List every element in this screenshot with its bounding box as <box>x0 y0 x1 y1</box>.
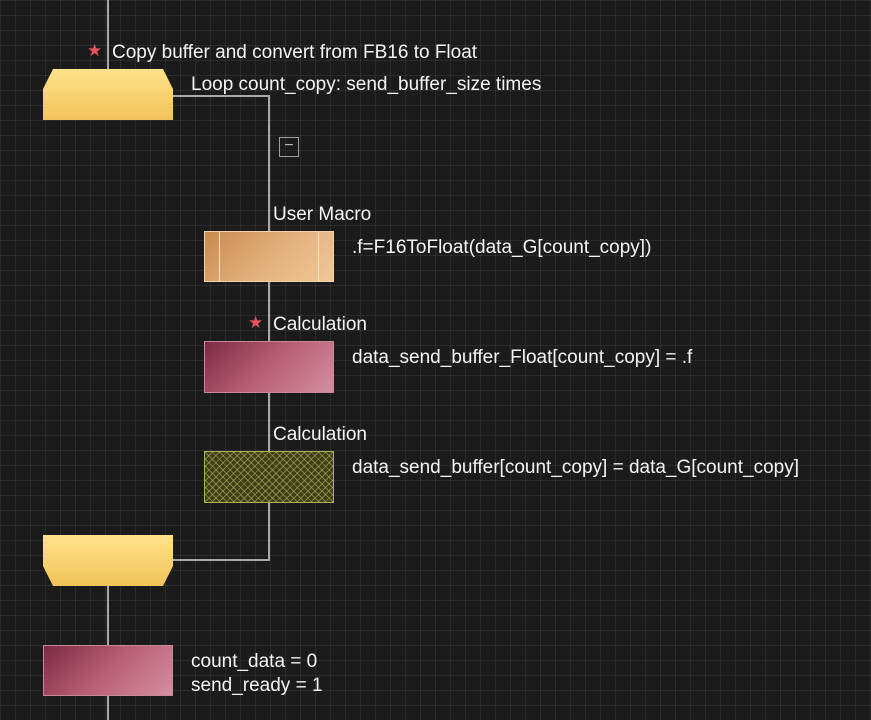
loop-entry-connector <box>173 95 269 97</box>
step-3-text: data_send_buffer[count_copy] = data_G[co… <box>352 457 800 478</box>
step-2-text: data_send_buffer_Float[count_copy] = .f <box>352 347 693 368</box>
collapse-toggle-button[interactable]: − <box>279 137 299 157</box>
loop-exit-connector <box>173 559 270 561</box>
step-3-disabled-calculation-block[interactable] <box>204 451 334 503</box>
main-flow-line-top <box>107 0 109 70</box>
step-2-type: Calculation <box>273 314 367 335</box>
loop-end-block[interactable] <box>43 535 173 586</box>
final-calc-line-2: send_ready = 1 <box>191 675 323 696</box>
loop-start-block[interactable] <box>43 69 173 120</box>
step-1-macro-block[interactable] <box>204 231 334 282</box>
main-flow-line-bottom <box>107 696 109 720</box>
main-flow-line-mid <box>107 586 109 646</box>
step-1-type: User Macro <box>273 204 372 225</box>
final-calc-line-1: count_data = 0 <box>191 651 318 672</box>
loop-body-line <box>268 95 270 560</box>
step-3-type: Calculation <box>273 424 367 445</box>
loop-description: Loop count_copy: send_buffer_size times <box>191 74 542 95</box>
macro-left-bar <box>219 232 220 281</box>
loop-label: Copy buffer and convert from FB16 to Flo… <box>112 42 478 63</box>
step-2-calculation-block[interactable] <box>204 341 334 393</box>
step-2-star-icon: ★ <box>248 313 264 332</box>
loop-star-icon: ★ <box>87 41 103 60</box>
macro-right-bar <box>318 232 319 281</box>
step-1-text: .f=F16ToFloat(data_G[count_copy]) <box>352 237 652 258</box>
final-calculation-block[interactable] <box>43 645 173 696</box>
